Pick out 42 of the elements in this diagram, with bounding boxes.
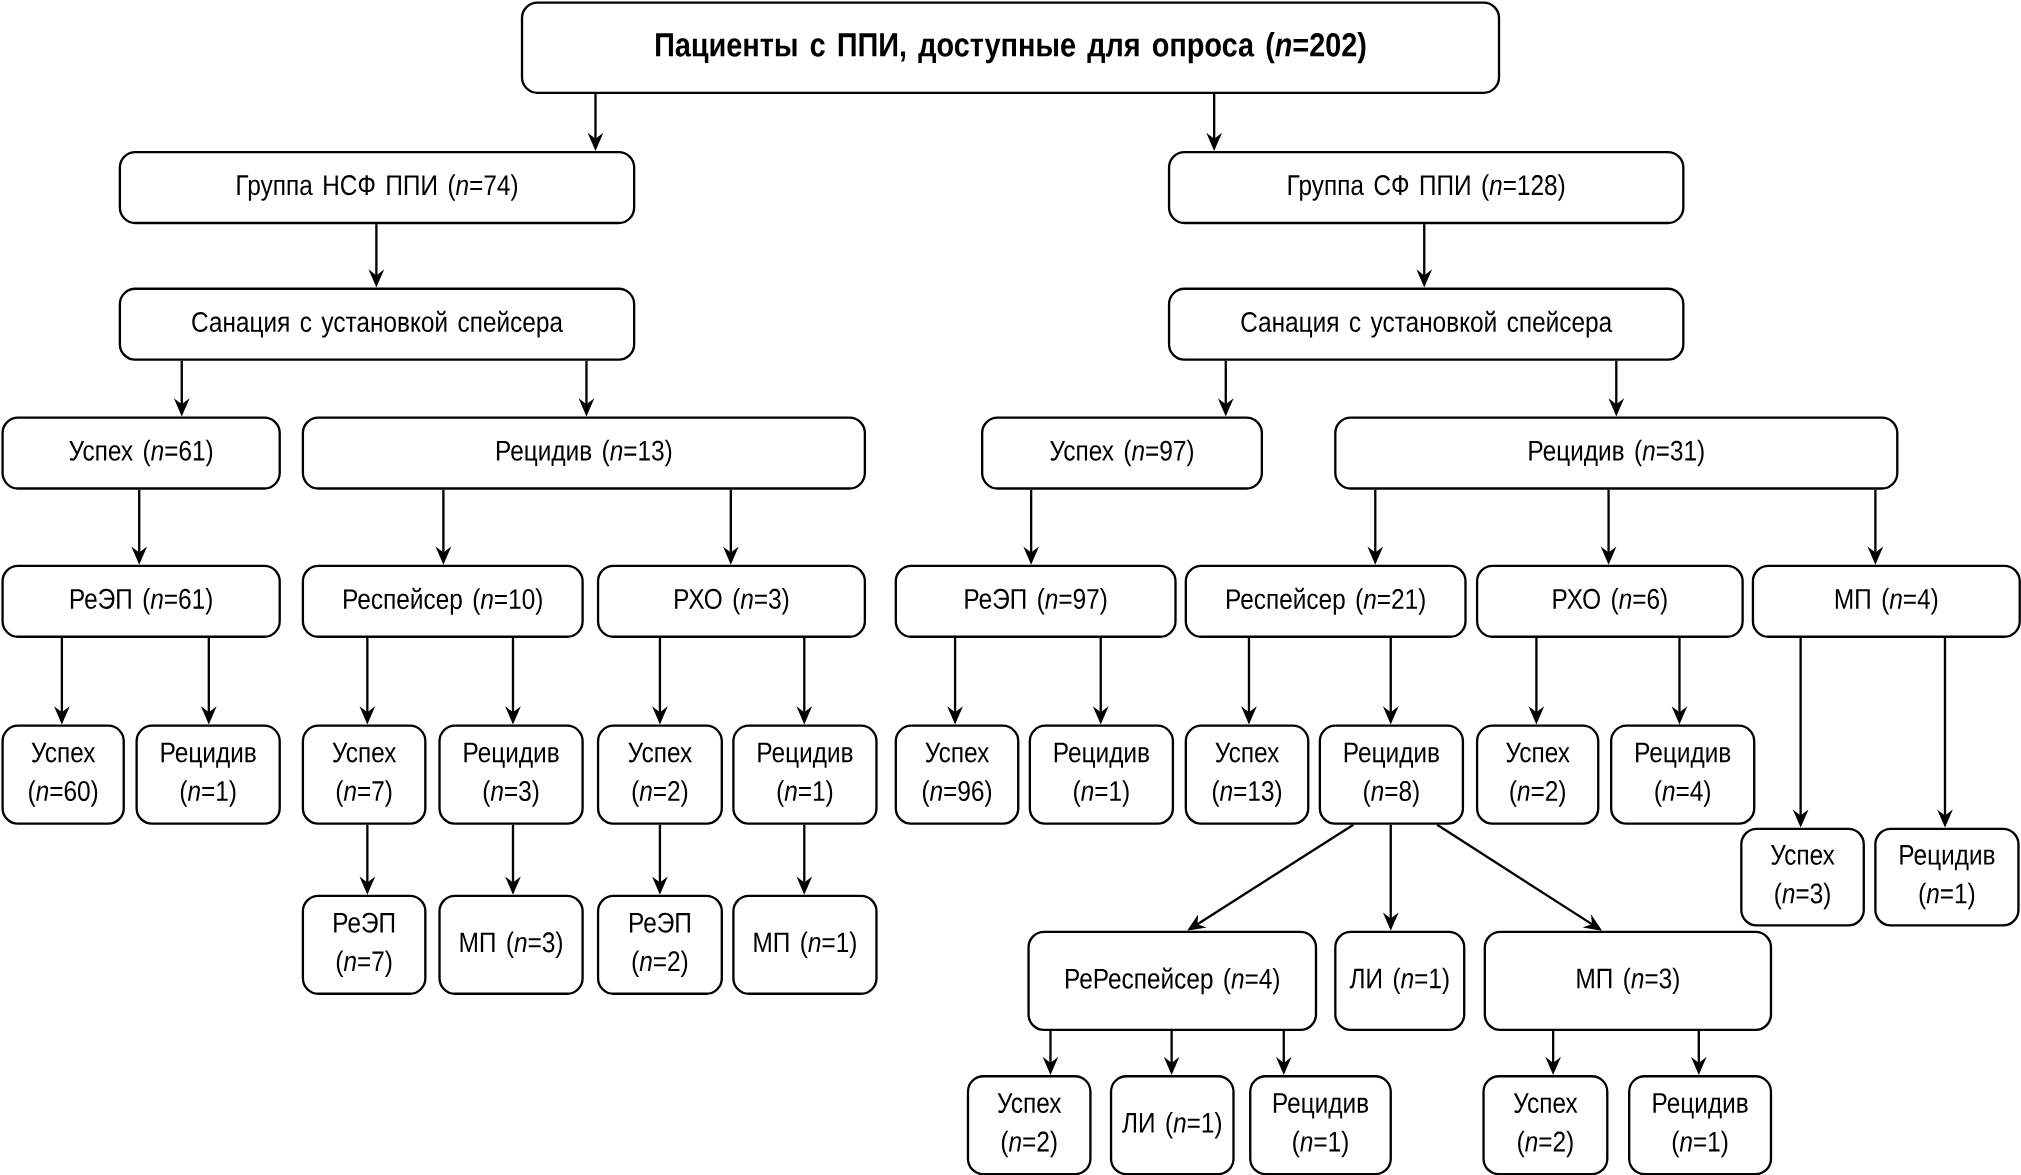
process-box: РХО (n=6) xyxy=(1475,564,1744,638)
process-box: Успех (n=2) xyxy=(966,1074,1092,1175)
process-box: РеЭП (n=2) xyxy=(596,894,723,995)
process-box: Рецидив (n=1) xyxy=(135,724,281,825)
process-box: Рецидив (n=4) xyxy=(1610,724,1756,825)
process-box: Рецидив (n=3) xyxy=(438,724,584,825)
process-box: Успех (n=3) xyxy=(1740,827,1865,927)
process-box: Санация с установкой спейсера xyxy=(1167,287,1685,361)
process-box: Рецидив (n=1) xyxy=(1874,827,2020,927)
process-box: Успех (n=96) xyxy=(894,724,1020,825)
process-box: РеЭП (n=97) xyxy=(894,564,1177,638)
process-box: Успех (n=60) xyxy=(1,724,125,825)
process-box: Санация с установкой спейсера xyxy=(118,287,636,361)
process-box: Рецидив (n=31) xyxy=(1334,416,1899,490)
process-box: Рецидив (n=1) xyxy=(1628,1074,1773,1175)
process-box: Группа СФ ППИ (n=128) xyxy=(1167,150,1685,224)
process-box: Пациенты с ППИ, доступные для опроса (n=202) xyxy=(520,1,1501,94)
process-box: Рецидив (n=8) xyxy=(1318,724,1465,825)
process-box: Успех (n=97) xyxy=(981,416,1263,490)
process-box: МП (n=3) xyxy=(1483,930,1773,1031)
process-box: Успех (n=2) xyxy=(1482,1074,1609,1175)
process-box: Рецидив (n=13) xyxy=(301,416,866,490)
process-box: МП (n=3) xyxy=(438,894,584,995)
process-box: Группа НСФ ППИ (n=74) xyxy=(118,150,636,224)
process-box: Респейсер (n=21) xyxy=(1184,564,1467,638)
process-box: Успех (n=61) xyxy=(1,416,281,490)
process-box: Респейсер (n=10) xyxy=(301,564,584,638)
process-box: МП (n=4) xyxy=(1751,564,2021,638)
process-box: Успех (n=13) xyxy=(1184,724,1310,825)
process-box: РеРеспейсер (n=4) xyxy=(1027,930,1318,1031)
process-box: Успех (n=2) xyxy=(1475,724,1600,825)
process-box: Успех (n=7) xyxy=(301,724,427,825)
process-box: МП (n=1) xyxy=(732,894,878,995)
process-box: Рецидив (n=1) xyxy=(1249,1074,1392,1175)
process-box: ЛИ (n=1) xyxy=(1334,930,1466,1031)
process-box: Рецидив (n=1) xyxy=(732,724,878,825)
process-box: РеЭП (n=7) xyxy=(301,894,427,995)
process-box: РХО (n=3) xyxy=(596,564,866,638)
process-box: Рецидив (n=1) xyxy=(1028,724,1175,825)
process-box: ЛИ (n=1) xyxy=(1109,1074,1235,1175)
process-box: Успех (n=2) xyxy=(596,724,723,825)
process-box: РеЭП (n=61) xyxy=(1,564,281,638)
